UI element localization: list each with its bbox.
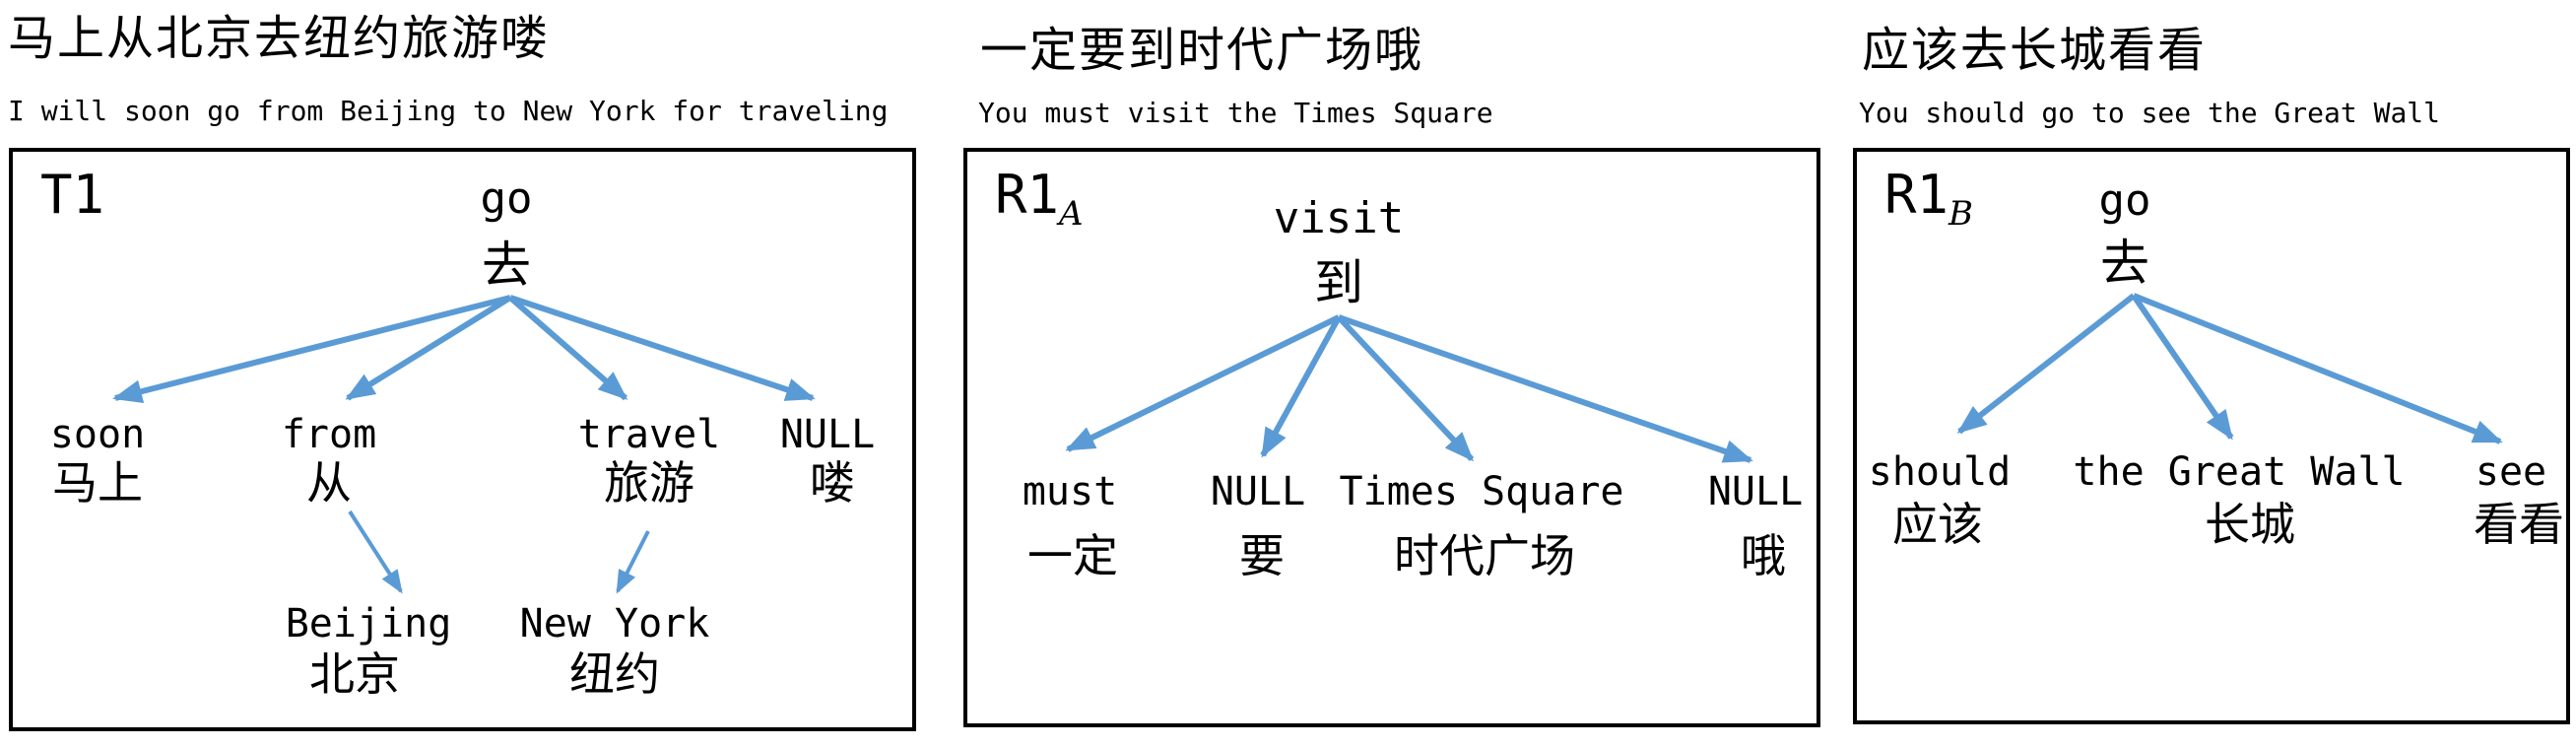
panel3-tree-svg: go 去 should 应该 the Great Wall 长城 see 看看 [1869, 175, 2564, 551]
panel2-tree-svg: visit 到 must 一定 NULL 要 Times Square 时代广场… [1023, 193, 1803, 582]
node-null1-en: NULL [780, 412, 875, 457]
panel1-english-subtitle: I will soon go from Beijing to New York … [8, 95, 889, 127]
edge-visit-null1 [1260, 315, 1342, 458]
panel3-tree-label: R1B [1884, 164, 1973, 231]
node-null2-zh: 哦 [1741, 529, 1786, 582]
node-timessquare-en: Times Square [1340, 469, 1624, 514]
node-root-en: visit [1274, 193, 1404, 243]
edge-go-null [509, 295, 816, 401]
panel3-tree-label-subscript: B [1949, 193, 1974, 234]
node-greatwall-en: the Great Wall [2073, 449, 2405, 495]
panel3-english-subtitle: You should go to see the Great Wall [1859, 97, 2441, 129]
node-from-zh: 从 [306, 456, 352, 510]
edge-go-greatwall [2131, 294, 2234, 441]
node-soon-zh: 马上 [52, 456, 143, 510]
edge-go-from [345, 295, 512, 401]
node-travel-zh: 旅游 [604, 456, 694, 510]
node-see-zh: 看看 [2474, 498, 2564, 551]
panel2-tree-label-text: R1 [995, 164, 1060, 226]
node-root-zh: 去 [2100, 235, 2149, 292]
node-beijing-en: Beijing [286, 601, 452, 646]
edge-go-travel [508, 295, 628, 401]
panel1-tree-svg: go 去 soon 马上 from 从 travel 旅游 NULL 喽 Bei… [50, 173, 875, 701]
panel1-tree-label: T1 [40, 164, 104, 226]
node-root-en: go [2099, 175, 2151, 226]
node-beijing-zh: 北京 [309, 647, 400, 701]
panel2-tree-label: R1A [995, 164, 1084, 231]
edge-visit-must [1065, 314, 1341, 452]
edge-visit-timessquare [1336, 314, 1475, 462]
panel2-chinese-title: 一定要到时代广场哦 [980, 23, 1424, 78]
node-must-zh: 一定 [1027, 529, 1118, 582]
node-should-en: should [1869, 449, 2012, 495]
edge-visit-null2 [1338, 314, 1753, 463]
node-null1-zh: 要 [1239, 529, 1285, 582]
node-greatwall-zh: 长城 [2205, 498, 2295, 551]
node-null1-zh: 喽 [810, 456, 855, 510]
node-null1-en: NULL [1211, 469, 1305, 514]
node-newyork-en: New York [520, 601, 710, 646]
node-see-en: see [2476, 449, 2546, 495]
node-soon-en: soon [50, 412, 145, 457]
node-root-zh: 去 [482, 237, 531, 294]
panel3-tree-box: R1B go 去 should 应该 the Great Wall 长城 see… [1853, 148, 2570, 724]
node-from-en: from [282, 412, 376, 457]
panel1-tree-box: T1 go 去 soon 马上 fr [9, 148, 916, 731]
panel3-tree-label-text: R1 [1884, 164, 1949, 226]
node-root-en: go [481, 173, 533, 224]
panel3-chinese-title: 应该去长城看看 [1862, 23, 2208, 78]
node-null2-en: NULL [1708, 469, 1803, 514]
node-root-zh: 到 [1314, 254, 1363, 311]
panel1-tree-label-text: T1 [40, 164, 105, 226]
edge-from-beijing [348, 510, 403, 594]
node-timessquare-zh: 时代广场 [1394, 529, 1575, 582]
edge-go-should [1956, 293, 2136, 435]
panel2-english-subtitle: You must visit the Times Square [978, 97, 1493, 129]
panel2-tree-box: R1A visit 到 must 一定 NULL 要 Times Square … [963, 148, 1820, 727]
node-newyork-zh: 纽约 [569, 647, 660, 701]
node-travel-en: travel [578, 412, 721, 457]
node-must-en: must [1023, 469, 1117, 514]
panel1-chinese-title: 马上从北京去纽约旅游喽 [8, 11, 551, 66]
node-should-zh: 应该 [1892, 498, 1983, 551]
edge-go-soon [112, 295, 511, 403]
panel2-tree-label-subscript: A [1059, 193, 1084, 234]
edge-travel-newyork [616, 530, 650, 594]
edge-go-see [2132, 293, 2503, 444]
